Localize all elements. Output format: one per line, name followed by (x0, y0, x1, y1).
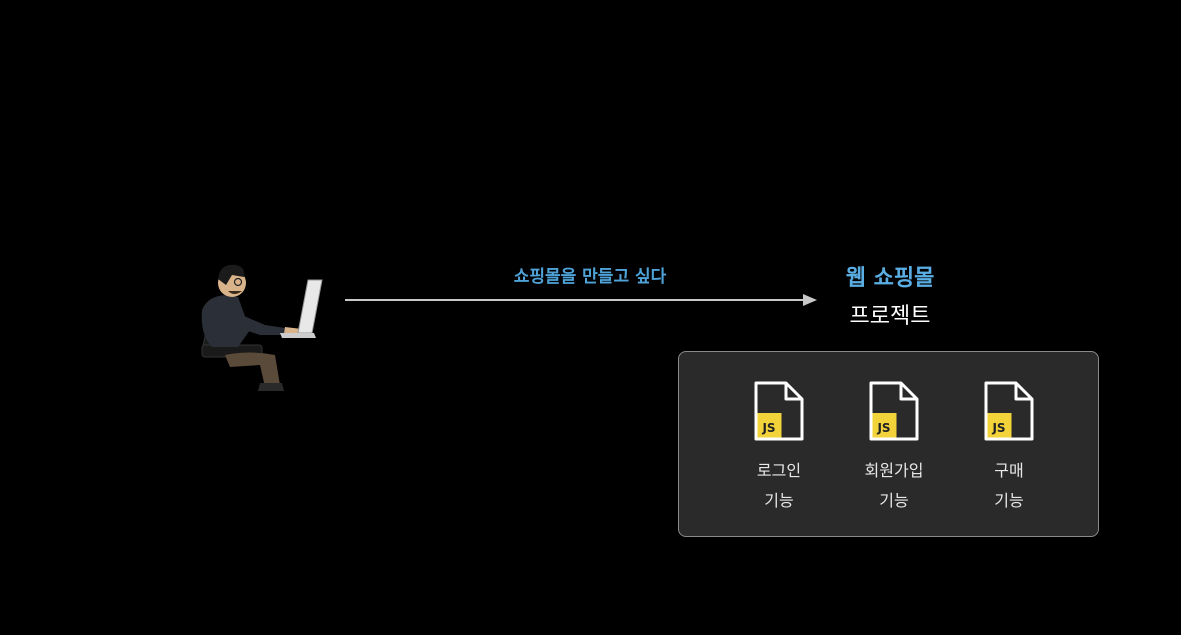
feature-login: JS 로그인 기능 (724, 380, 834, 516)
feature-suffix: 기능 (994, 491, 1024, 510)
feature-name: 로그인 (756, 461, 802, 480)
svg-text:JS: JS (876, 421, 890, 435)
feature-suffix: 기능 (764, 491, 794, 510)
project-subtitle: 프로젝트 (849, 304, 931, 329)
svg-text:JS: JS (761, 421, 775, 435)
developer-illustration (180, 255, 340, 405)
flow-arrow (345, 290, 825, 310)
feature-signup: JS 회원가입 기능 (839, 380, 949, 516)
js-file-icon: JS (839, 380, 949, 442)
js-file-icon: JS (954, 380, 1064, 442)
feature-name: 회원가입 (864, 461, 924, 480)
feature-suffix: 기능 (879, 491, 909, 510)
arrow-label: 쇼핑몰을 만들고 싶다 (513, 267, 667, 287)
svg-text:JS: JS (991, 421, 1005, 435)
js-file-icon: JS (724, 380, 834, 442)
project-title: 웹 쇼핑몰 (845, 266, 935, 291)
feature-purchase: JS 구매 기능 (954, 380, 1064, 516)
feature-panel: JS 로그인 기능 JS 회원가입 기능 JS 구매 기능 (678, 351, 1099, 537)
feature-name: 구매 (994, 461, 1024, 480)
